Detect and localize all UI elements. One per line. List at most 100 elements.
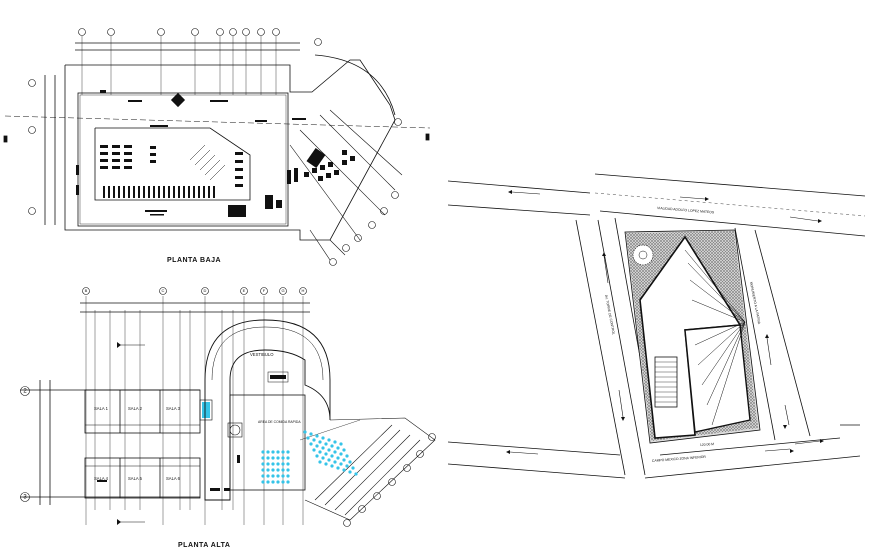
seat-dot <box>318 460 322 464</box>
seat-dot <box>271 468 275 472</box>
seat-dot <box>339 462 343 466</box>
seat-dot <box>266 468 270 472</box>
ground-floor-plan <box>3 28 431 266</box>
seat-dot <box>261 456 265 460</box>
seat-dot <box>266 462 270 466</box>
seat-dot <box>342 458 346 462</box>
upper-floor-grid-labels: B C D E F G H 2 3 <box>23 288 304 501</box>
seat-dot <box>281 474 285 478</box>
seat-dot <box>336 466 340 470</box>
seat-dot <box>318 450 322 454</box>
seat-dot <box>271 480 275 484</box>
fast-food-seating <box>261 430 358 484</box>
seat-dot <box>342 468 346 472</box>
seat-dot <box>315 444 319 448</box>
seat-dot <box>321 436 325 440</box>
room-label-sala-1: SALA 1 <box>94 406 109 411</box>
seat-dot <box>333 460 337 464</box>
seat-dot <box>327 448 331 452</box>
seat-dot <box>276 468 280 472</box>
street-label-left: AV. TORRE DE CONTROL <box>604 294 616 335</box>
seat-dot <box>286 462 290 466</box>
vestibule-label: VESTIBULO <box>250 352 274 357</box>
room-label-sala-6: SALA 6 <box>166 476 181 481</box>
seat-dot <box>321 446 325 450</box>
room-label-sala-4: SALA 4 <box>94 476 109 481</box>
room-label-sala-2: SALA 2 <box>128 406 143 411</box>
seat-dot <box>348 470 352 474</box>
room-label-sala-5: SALA 5 <box>128 476 143 481</box>
seat-dot <box>286 456 290 460</box>
seat-dot <box>276 474 280 478</box>
seat-dot <box>281 456 285 460</box>
seat-dot <box>309 442 313 446</box>
street-label-bottom: CAMPO MEXICO ZONA INFERIOR <box>652 455 707 463</box>
seat-dot <box>312 448 316 452</box>
seat-dot <box>333 440 337 444</box>
seat-dot <box>266 450 270 454</box>
seat-dot <box>315 434 319 438</box>
seat-dot <box>318 440 322 444</box>
axis-label-b: B <box>85 288 88 293</box>
seat-dot <box>309 432 313 436</box>
seat-dot <box>276 456 280 460</box>
seat-dot <box>271 462 275 466</box>
ground-floor-seating <box>100 90 306 216</box>
seat-dot <box>327 458 331 462</box>
seat-dot <box>271 456 275 460</box>
seat-dot <box>327 438 331 442</box>
seat-dot <box>276 450 280 454</box>
seat-dot <box>261 468 265 472</box>
seat-dot <box>330 444 334 448</box>
seat-dot <box>276 462 280 466</box>
seat-dot <box>348 460 352 464</box>
seat-dot <box>271 450 275 454</box>
seat-dot <box>266 456 270 460</box>
seat-dot <box>345 464 349 468</box>
seat-dot <box>271 474 275 478</box>
seat-dot <box>276 480 280 484</box>
seat-dot <box>261 450 265 454</box>
ground-floor-grid-bubbles <box>28 28 322 215</box>
seat-dot <box>324 442 328 446</box>
upper-floor-plan <box>20 287 436 527</box>
seat-dot <box>303 430 307 434</box>
seat-dot <box>281 462 285 466</box>
seat-dot <box>286 480 290 484</box>
seat-dot <box>354 472 358 476</box>
street-label-right: MONUMENTO A LA PATRIA <box>749 281 761 325</box>
seat-dot <box>321 456 325 460</box>
room-label-sala-3: SALA 3 <box>166 406 181 411</box>
seat-dot <box>281 480 285 484</box>
seat-dot <box>336 446 340 450</box>
seat-dot <box>286 468 290 472</box>
axis-label-c: C <box>162 288 165 293</box>
axis-label-g: G <box>281 288 284 293</box>
seat-dot <box>266 480 270 484</box>
seat-dot <box>315 454 319 458</box>
seat-dot <box>286 474 290 478</box>
seat-dot <box>261 480 265 484</box>
seat-dot <box>330 454 334 458</box>
ground-floor-title: PLANTA BAJA <box>167 257 221 264</box>
seat-dot <box>261 474 265 478</box>
seat-dot <box>324 452 328 456</box>
axis-label-d: D <box>204 288 207 293</box>
seat-dot <box>306 436 310 440</box>
axis-label-h: H <box>302 288 305 293</box>
street-label-top: VIALIDAD ADOLFO LOPEZ MATEOS <box>657 206 715 215</box>
seat-dot <box>312 438 316 442</box>
seat-dot <box>261 462 265 466</box>
seat-dot <box>333 450 337 454</box>
seat-dot <box>281 468 285 472</box>
axis-label-3: 3 <box>23 495 27 501</box>
seat-dot <box>339 452 343 456</box>
seat-dot <box>286 450 290 454</box>
seat-dot <box>330 464 334 468</box>
seat-dot <box>324 462 328 466</box>
seat-dot <box>342 448 346 452</box>
seat-dot <box>351 466 355 470</box>
fast-food-area-label: AREA DE COMIDA RAPIDA <box>258 420 301 424</box>
axis-label-f: F <box>263 288 266 293</box>
